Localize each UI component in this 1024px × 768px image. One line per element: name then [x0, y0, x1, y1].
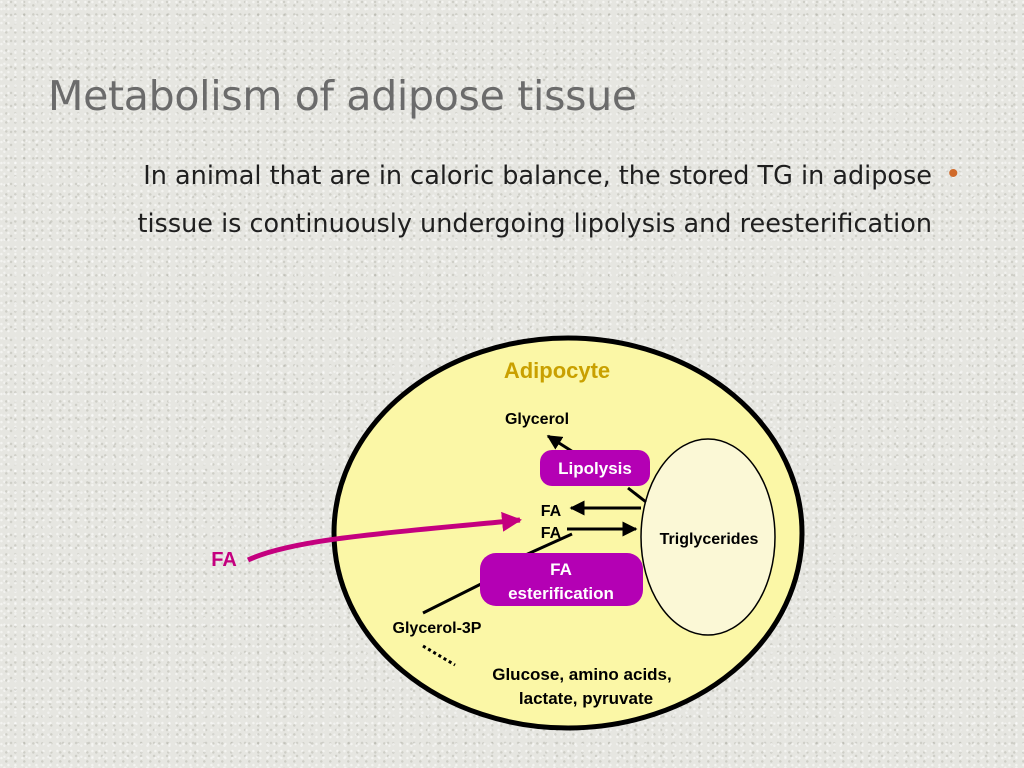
fa-esterification-box [480, 553, 643, 606]
external-fa-label: FA [211, 549, 237, 571]
sources-dotted-line [422, 644, 456, 667]
sources-label-line2: lactate, pyruvate [519, 689, 653, 708]
triglycerides-droplet [640, 438, 776, 636]
external-fa-arrow [246, 511, 522, 563]
glycerol-3p-label: Glycerol-3P [393, 620, 482, 637]
sources-label-line1: Glucose, amino acids, [492, 665, 672, 684]
fa-in-label: FA [541, 525, 562, 542]
lipolysis-connector [627, 486, 647, 504]
triglycerides-label: Triglycerides [660, 531, 759, 548]
fa-esterification-label-line2: esterification [508, 584, 614, 603]
fa-esterification-label-line1: FA [550, 560, 572, 579]
lipolysis-label: Lipolysis [558, 459, 632, 478]
adipocyte-cell [331, 335, 805, 731]
bullet-icon: • [948, 157, 959, 190]
body-text: In animal that are in caloric balance, t… [137, 161, 932, 239]
adipocyte-label: Adipocyte [504, 358, 610, 383]
lipolysis-box [540, 450, 650, 486]
fa-out-label: FA [541, 503, 562, 520]
slide-title: Metabolism of adipose tissue [48, 72, 637, 120]
glycerol-label: Glycerol [505, 411, 569, 428]
